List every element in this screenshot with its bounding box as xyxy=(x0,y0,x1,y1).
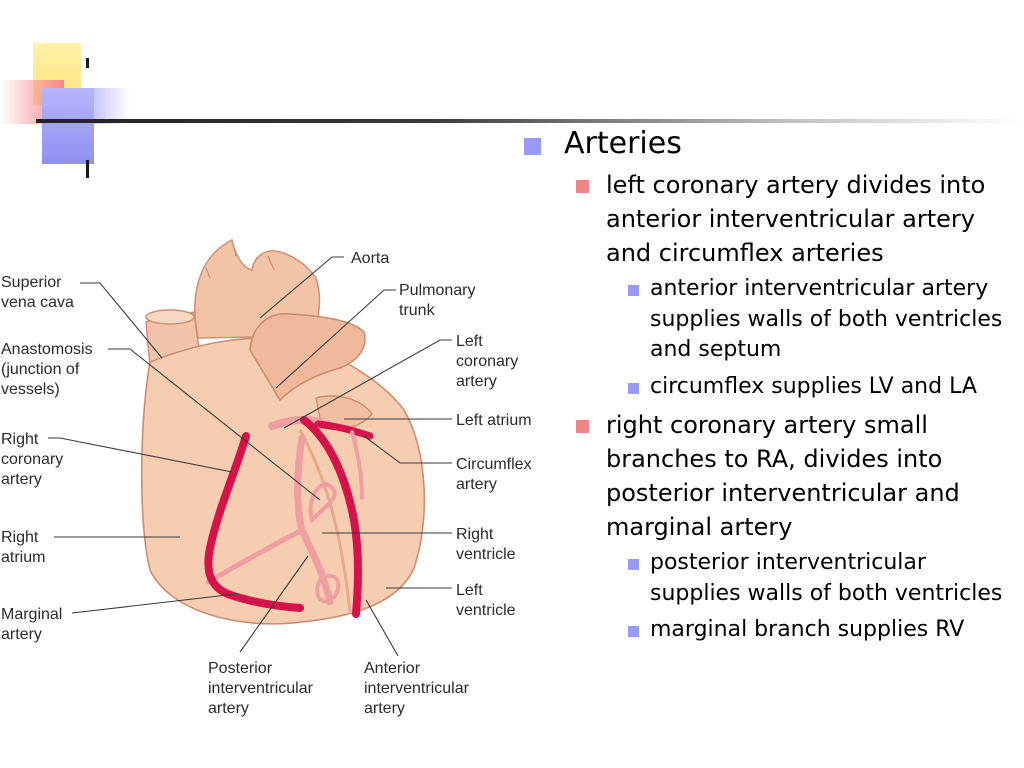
leader-right-coronary-artery xyxy=(48,437,233,473)
deco-tick-bottom xyxy=(86,160,89,178)
label-marginal-artery: Marginal artery xyxy=(1,606,67,643)
bullet-item: posterior interventricular supplies wall… xyxy=(520,548,1020,609)
aorta-branches xyxy=(205,239,275,279)
deco-blue-fade xyxy=(94,88,130,124)
label-line: Posterior xyxy=(208,660,273,677)
label-line: Pulmonary xyxy=(399,282,475,299)
deco-blue-square xyxy=(42,88,94,164)
leader-lines xyxy=(48,256,452,657)
label-aorta: Aorta xyxy=(351,250,389,267)
label-line: Anterior xyxy=(364,660,421,677)
heart-coronary-diagram: Superior vena cava Anastomosis (junction… xyxy=(1,238,536,717)
bullet-item: left coronary artery divides into anteri… xyxy=(520,168,1020,270)
bullet-text: circumflex supplies LV and LA xyxy=(650,373,977,399)
diagram-labels: Superior vena cava Anastomosis (junction… xyxy=(1,250,536,717)
label-line: ventricle xyxy=(456,546,516,563)
label-line: coronary xyxy=(1,451,63,468)
circumflex-descending-vessel xyxy=(350,430,364,500)
leader-aorta xyxy=(259,256,344,319)
label-right-atrium: Right atrium xyxy=(1,529,45,566)
bullet-square-icon xyxy=(576,420,589,433)
label-superior-vena-cava: Superior vena cava xyxy=(1,274,74,311)
label-circumflex-artery: Circumflex artery xyxy=(456,456,536,493)
label-line: artery xyxy=(1,626,42,643)
label-line: atrium xyxy=(1,549,45,566)
label-line: Marginal xyxy=(1,606,62,623)
label-line: vena cava xyxy=(1,294,74,311)
label-line: artery xyxy=(456,476,497,493)
bullet-text: Arteries xyxy=(564,126,682,161)
label-line: vessels) xyxy=(1,381,60,398)
bullet-square-icon xyxy=(628,382,639,394)
bullet-square-icon xyxy=(576,180,589,193)
label-anastomosis: Anastomosis (junction of vessels) xyxy=(1,341,97,398)
pulmonary-trunk-shape xyxy=(249,313,366,402)
bullet-item: anterior interventricular artery supplie… xyxy=(520,274,1020,366)
bullet-item: Arteries xyxy=(520,124,1020,164)
label-line: Right xyxy=(456,526,494,543)
label-pulmonary-trunk: Pulmonary trunk xyxy=(399,282,480,319)
label-line: interventricular xyxy=(208,680,314,697)
leader-anastomosis xyxy=(108,348,321,501)
label-line: Circumflex xyxy=(456,456,532,473)
bullet-square-icon xyxy=(524,138,541,155)
label-line: interventricular xyxy=(364,680,470,697)
label-line: artery xyxy=(364,700,405,717)
label-line: Superior xyxy=(1,274,62,291)
leader-left-coronary-artery xyxy=(283,339,452,429)
label-posterior-interventricular-artery: Posterior interventricular artery xyxy=(208,660,317,717)
leader-pulmonary-trunk xyxy=(275,289,396,389)
label-left-ventricle: Left ventricle xyxy=(456,582,516,619)
bullet-square-icon xyxy=(628,626,639,637)
right-coronary-vessel xyxy=(204,432,304,612)
label-line: Right xyxy=(1,529,39,546)
label-line: trunk xyxy=(399,302,436,319)
label-line: coronary xyxy=(456,353,518,370)
label-line: Left atrium xyxy=(456,412,532,429)
circumflex-vessel xyxy=(314,420,374,440)
label-right-ventricle: Right ventricle xyxy=(456,526,516,563)
label-line: artery xyxy=(1,471,42,488)
bullet-text: marginal branch supplies RV xyxy=(650,617,965,642)
label-left-coronary-artery: Left coronary artery xyxy=(456,333,523,390)
bullet-text: left coronary artery divides into anteri… xyxy=(606,171,986,267)
coronary-vessels xyxy=(204,415,374,618)
bullet-square-icon xyxy=(628,559,639,570)
label-line: Aorta xyxy=(351,250,389,267)
heart-illustration xyxy=(140,238,426,625)
label-anterior-interventricular-artery: Anterior interventricular artery xyxy=(364,660,473,717)
label-line: artery xyxy=(456,373,497,390)
label-line: (junction of xyxy=(1,361,80,378)
cross-branch-vessel xyxy=(205,527,305,585)
label-line: artery xyxy=(208,700,249,717)
title-divider-line xyxy=(36,119,1024,123)
bullet-item: marginal branch supplies RV xyxy=(520,615,1020,646)
label-line: Left xyxy=(456,582,483,599)
bullet-item: circumflex supplies LV and LA xyxy=(520,372,1020,403)
leader-marginal-artery xyxy=(71,593,237,614)
label-line: Right xyxy=(1,431,39,448)
bullet-square-icon xyxy=(628,285,639,296)
bullet-text: right coronary artery small branches to … xyxy=(606,411,960,541)
leader-anterior-interventricular xyxy=(365,599,399,657)
label-line: Left xyxy=(456,333,483,350)
vena-cava-opening xyxy=(145,309,195,325)
bullet-text: posterior interventricular supplies wall… xyxy=(650,550,1003,606)
anterior-interventricular-vessel xyxy=(300,416,362,618)
leader-circumflex-artery xyxy=(363,435,452,464)
anastomosis-loop xyxy=(308,482,341,604)
bullet-item: right coronary artery small branches to … xyxy=(520,408,1020,544)
label-left-atrium: Left atrium xyxy=(456,412,532,429)
label-line: ventricle xyxy=(456,602,516,619)
leader-posterior-interventricular xyxy=(239,555,309,653)
leader-superior-vena-cava xyxy=(80,282,163,359)
bullet-text: anterior interventricular artery supplie… xyxy=(650,276,1003,362)
label-line: Anastomosis xyxy=(1,341,93,358)
label-right-coronary-artery: Right coronary artery xyxy=(1,431,68,488)
deco-tick-top xyxy=(86,58,89,68)
bullet-list: Arteries left coronary artery divides in… xyxy=(520,124,1020,652)
